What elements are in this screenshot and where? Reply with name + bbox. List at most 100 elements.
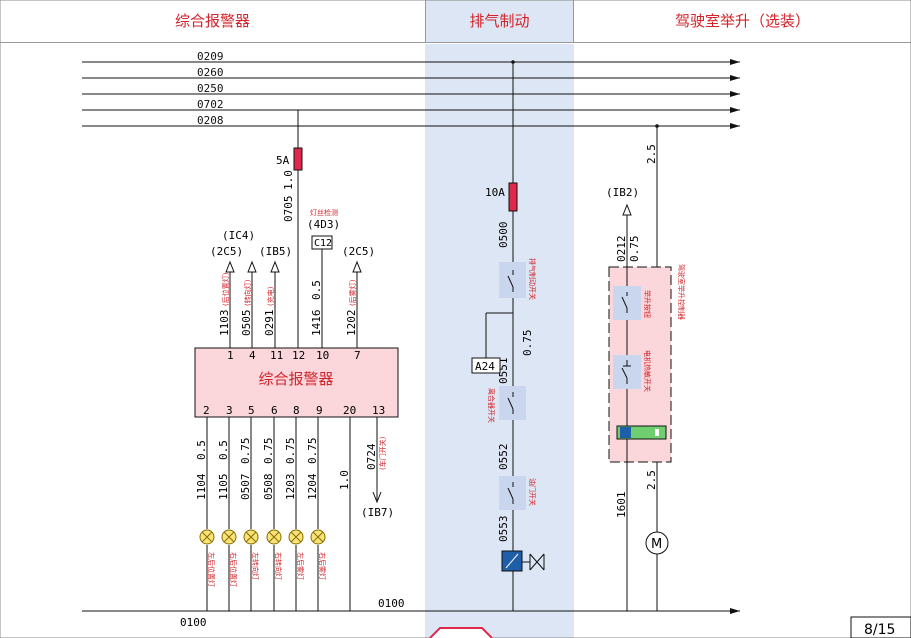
wire-0507-size: 0.75 bbox=[239, 438, 252, 465]
connector-c12 bbox=[311, 235, 333, 250]
wire-1416: 1416 bbox=[310, 310, 323, 337]
pin: 20 bbox=[343, 404, 356, 417]
arrow-ib2 bbox=[622, 203, 632, 216]
switch1-label: 排气制动开关 bbox=[528, 258, 537, 300]
fuse-10a bbox=[508, 182, 518, 212]
fuse-10a-label: 10A bbox=[485, 186, 505, 199]
connector-a24-label: A24 bbox=[475, 360, 495, 373]
wire-1104-size: 0.5 bbox=[195, 440, 208, 460]
solenoid-valve-icon bbox=[501, 550, 545, 572]
lamps bbox=[199, 529, 326, 545]
motor-label: M bbox=[651, 537, 662, 552]
lamp-icon bbox=[243, 529, 259, 545]
wire-1104: 1104 bbox=[195, 473, 208, 500]
pin: 11 bbox=[270, 349, 283, 362]
lift-button-icon bbox=[621, 292, 628, 313]
diagram-header: 综合报警器 排气制动 驾驶室举升（选装） bbox=[0, 0, 911, 44]
connector-note: 灯丝检测 bbox=[310, 208, 338, 217]
wire-0500: 0500 bbox=[497, 222, 510, 249]
wire-0100-size: 1.0 bbox=[338, 470, 351, 490]
pin: 10 bbox=[316, 349, 329, 362]
wire-0705: 0705 bbox=[282, 196, 295, 223]
bus-label: 0209 bbox=[197, 50, 224, 63]
switch3-label: 油门开关 bbox=[528, 478, 537, 506]
lamp-label: 左后位置灯 bbox=[207, 552, 216, 587]
page-number: 8/15 bbox=[864, 622, 895, 638]
lamp-icon bbox=[288, 529, 304, 545]
ref-ib5: (IB5) bbox=[259, 245, 292, 258]
wire-0551-size: 0.75 bbox=[521, 330, 534, 357]
page-number-box bbox=[850, 616, 911, 638]
note-1202: (后雾灯) bbox=[348, 279, 357, 306]
switch2-label: 离合器开关 bbox=[487, 388, 496, 423]
switch-bg bbox=[499, 476, 526, 510]
connector-a24 bbox=[471, 357, 501, 374]
clutch-switch-icon bbox=[507, 392, 514, 414]
switch-bg bbox=[613, 286, 641, 320]
wire-1204: 1204 bbox=[306, 473, 319, 500]
wire-0508-size: 0.75 bbox=[262, 438, 275, 465]
wire-0507: 0507 bbox=[239, 474, 252, 501]
motor-icon: M bbox=[645, 531, 669, 555]
ground-label: 0100 bbox=[180, 616, 207, 629]
pin: 12 bbox=[292, 349, 305, 362]
wire-1202: 1202 bbox=[345, 310, 358, 337]
pin: 5 bbox=[248, 404, 255, 417]
section-title-exhaust: 排气制动 bbox=[425, 0, 574, 43]
lamp-label: 右转向灯 bbox=[274, 552, 283, 580]
fuse-5a-label: 5A bbox=[276, 154, 290, 167]
wire-1203-size: 0.75 bbox=[284, 438, 297, 465]
wire-0508: 0508 bbox=[262, 474, 275, 501]
note-0291: (充电) bbox=[266, 286, 275, 306]
wire-0552: 0552 bbox=[497, 444, 510, 471]
note-0505: (转向灯) bbox=[243, 279, 252, 306]
wire-1105: 1105 bbox=[217, 474, 230, 501]
wire-0553: 0553 bbox=[497, 516, 510, 543]
bus-label: 0702 bbox=[197, 98, 224, 111]
pin: 7 bbox=[354, 349, 361, 362]
wire-0291: 0291 bbox=[263, 310, 276, 337]
lift-button-label: 举升按钮 bbox=[643, 290, 652, 318]
note-0724: (车门开关) bbox=[378, 436, 387, 470]
thermal-switch-icon bbox=[621, 360, 631, 384]
relay-icon bbox=[616, 425, 667, 440]
controller-label: 驾驶室举升控制器 bbox=[677, 264, 686, 320]
lamp-icon bbox=[266, 529, 282, 545]
lamp-icon bbox=[221, 529, 237, 545]
lamp-label: 右后位置灯 bbox=[229, 552, 238, 587]
pin: 3 bbox=[226, 404, 233, 417]
pin: 1 bbox=[227, 349, 234, 362]
wire-1601-size: 2.5 bbox=[645, 470, 658, 490]
wire-0505: 0505 bbox=[240, 310, 253, 337]
ref-2c5-b: (2C5) bbox=[342, 245, 375, 258]
note-1103: (后位置灯) bbox=[221, 272, 230, 306]
lamp-icon bbox=[199, 529, 215, 545]
bus-label: 0250 bbox=[197, 82, 224, 95]
lamp-icon bbox=[310, 529, 326, 545]
wire-1416-size: 0.5 bbox=[310, 280, 323, 300]
pin: 9 bbox=[316, 404, 323, 417]
section-title-cab: 驾驶室举升（选装） bbox=[574, 0, 911, 43]
wire-2.5-top: 2.5 bbox=[645, 144, 658, 164]
wire-0212: 0212 bbox=[615, 236, 628, 263]
ref-ib7: (IB7) bbox=[361, 506, 394, 519]
lamp-label: 左后雾灯 bbox=[296, 552, 305, 580]
ref-ic4: (IC4) bbox=[222, 229, 255, 242]
alarm-unit-label: 综合报警器 bbox=[258, 370, 333, 388]
wire-0724: 0724 bbox=[365, 443, 378, 470]
ref-ib2: (IB2) bbox=[606, 186, 639, 199]
thermal-switch-label: 电机热敏开关 bbox=[643, 350, 652, 392]
ref-4d3: (4D3) bbox=[307, 218, 340, 231]
section-title-alarm: 综合报警器 bbox=[0, 0, 425, 43]
wire-1203: 1203 bbox=[284, 474, 297, 501]
wire-0212-size: 0.75 bbox=[628, 236, 641, 263]
pin: 4 bbox=[249, 349, 256, 362]
lamp-label: 左转向灯 bbox=[251, 552, 260, 580]
wire-1103: 1103 bbox=[218, 310, 231, 337]
pin: 13 bbox=[372, 404, 385, 417]
throttle-switch-icon bbox=[507, 482, 514, 504]
pin: 6 bbox=[271, 404, 278, 417]
pin: 8 bbox=[293, 404, 300, 417]
switch-bg bbox=[499, 386, 526, 420]
pin: 2 bbox=[203, 404, 210, 417]
